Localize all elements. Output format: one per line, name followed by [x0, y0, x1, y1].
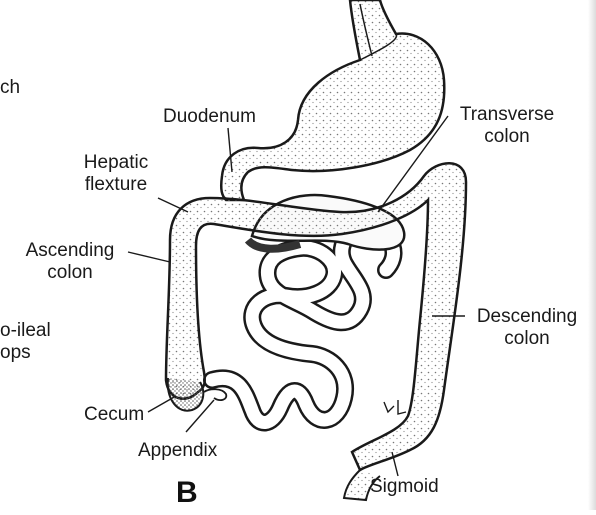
label-sigmoid: Sigmoid [370, 476, 439, 498]
label-cecum: Cecum [84, 404, 144, 426]
label-cutoff-2: o-ileal [0, 320, 51, 342]
label-transverse-colon-line2: colon [452, 126, 562, 148]
label-hepatic-flexure: Hepatic flexture [66, 152, 166, 196]
label-transverse-colon: Transverse colon [452, 104, 562, 148]
label-descending-colon: Descending colon [462, 306, 592, 350]
label-cutoff-1: ch [0, 77, 20, 99]
label-ascending-colon: Ascending colon [10, 240, 130, 284]
page-edge [588, 0, 596, 510]
label-ascending-colon-line1: Ascending [10, 240, 130, 262]
label-hepatic-flexure-line2: flexture [66, 174, 166, 196]
label-descending-colon-line1: Descending [462, 306, 592, 328]
panel-letter: B [176, 476, 198, 510]
label-descending-colon-line2: colon [462, 328, 592, 350]
label-cutoff-3: ops [0, 342, 31, 364]
label-duodenum: Duodenum [163, 106, 256, 128]
label-hepatic-flexure-line1: Hepatic [66, 152, 166, 174]
label-ascending-colon-line2: colon [10, 262, 130, 284]
label-transverse-colon-line1: Transverse [452, 104, 562, 126]
label-appendix: Appendix [138, 440, 217, 462]
stomach [221, 0, 444, 200]
